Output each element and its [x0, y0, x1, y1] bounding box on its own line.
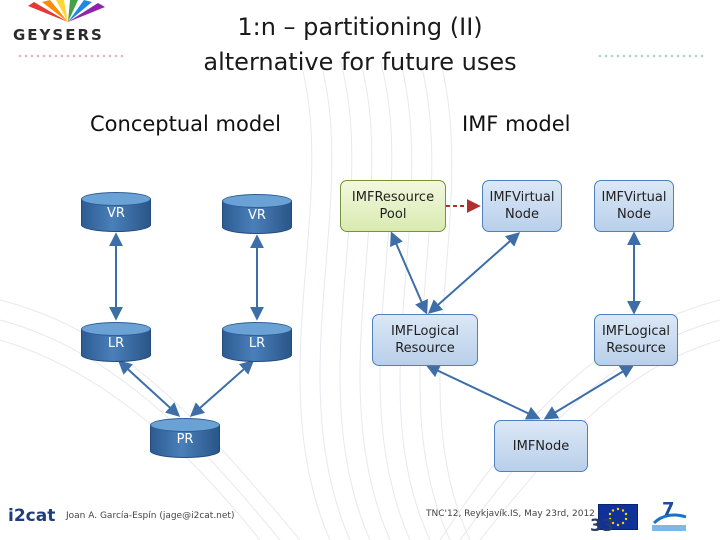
- conceptual-connectors: [109, 232, 264, 417]
- geysers-logo-rays: [28, 0, 105, 22]
- lr-cylinder-2: LR: [222, 322, 292, 362]
- lr-label-2: LR: [248, 336, 266, 351]
- lr-label-1: LR: [107, 336, 125, 351]
- imf-logical-resource-label-1: IMFLogical Resource: [390, 324, 460, 356]
- imf-resource-pool-box: IMFResource Pool: [340, 180, 446, 232]
- eu-flag-icon: [598, 504, 638, 530]
- title-line-1: 1:n – partitioning (II): [237, 13, 483, 41]
- svg-text:7: 7: [662, 499, 675, 520]
- fp7-logo-icon: 7: [648, 497, 690, 535]
- imf-connectors: [390, 231, 641, 420]
- imf-virtual-node-box-1: IMFVirtual Node: [482, 180, 562, 232]
- imf-logical-resource-box-1: IMFLogical Resource: [372, 314, 478, 366]
- imf-node-box: IMFNode: [494, 420, 588, 472]
- title-line-2: alternative for future uses: [203, 48, 517, 76]
- conceptual-model-heading: Conceptual model: [90, 112, 281, 136]
- slide-title: 1:n – partitioning (II) alternative for …: [150, 10, 570, 80]
- vr-cylinder-2: VR: [222, 194, 292, 234]
- lr-cylinder-1: LR: [81, 322, 151, 362]
- footer-author: Joan A. García-Espín (jage@i2cat.net): [66, 511, 235, 521]
- footer-event: TNC'12, Reykjavík.IS, May 23rd, 2012: [426, 509, 595, 519]
- imf-logical-resource-box-2: IMFLogical Resource: [594, 314, 678, 366]
- vr-cylinder-1: VR: [81, 192, 151, 232]
- header-dots-right: [598, 54, 704, 58]
- imf-virtual-node-box-2: IMFVirtual Node: [594, 180, 674, 232]
- pr-label: PR: [176, 432, 194, 447]
- vr-label-1: VR: [107, 206, 125, 221]
- imf-logical-resource-label-2: IMFLogical Resource: [601, 324, 671, 356]
- imf-virtual-node-label-2: IMFVirtual Node: [601, 190, 667, 222]
- imf-model-heading: IMF model: [462, 112, 571, 136]
- header-dots-left: [18, 54, 124, 58]
- pr-cylinder: PR: [150, 418, 220, 458]
- imf-virtual-node-label-1: IMFVirtual Node: [489, 190, 555, 222]
- page-number: 33: [590, 516, 614, 536]
- i2cat-logo: i2cat: [8, 506, 56, 526]
- imf-node-label: IMFNode: [512, 438, 570, 454]
- imf-resource-pool-label: IMFResource Pool: [351, 190, 435, 222]
- vr-label-2: VR: [248, 208, 266, 223]
- geysers-logo: GEYSERS: [13, 26, 104, 44]
